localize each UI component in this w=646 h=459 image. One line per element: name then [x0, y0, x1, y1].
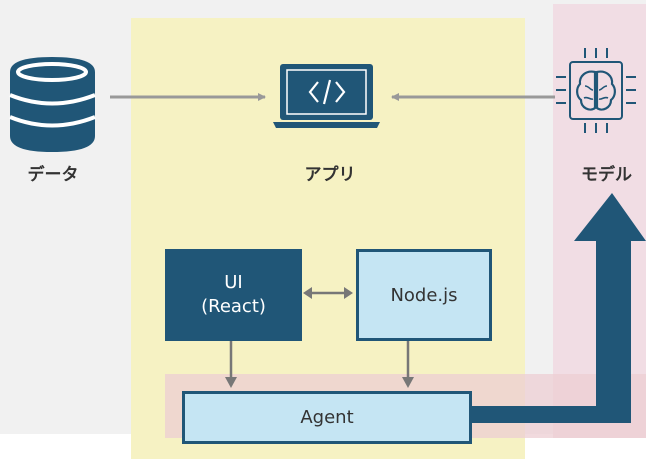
- model-label: モデル: [581, 165, 632, 185]
- laptop-code-icon: [273, 64, 380, 128]
- agent-box: Agent: [182, 391, 472, 444]
- nodejs-box: Node.js: [356, 249, 492, 341]
- agent-box-label: Agent: [300, 407, 354, 428]
- ui-react-box: UI (React): [165, 249, 302, 341]
- node-to-agent-arrow: [402, 341, 414, 388]
- database-icon: [9, 57, 96, 152]
- ui-to-agent-arrow: [225, 341, 237, 388]
- nodejs-box-label: Node.js: [390, 284, 458, 306]
- ai-brain-chip-icon: [556, 48, 636, 133]
- data-label: データ: [27, 165, 79, 185]
- ui-node-bidirectional-arrow: [303, 287, 353, 299]
- app-label: アプリ: [304, 165, 356, 185]
- ui-box-line2: (React): [201, 296, 266, 317]
- ui-box-line1: UI: [224, 272, 243, 293]
- agent-to-model-arrow: [472, 193, 646, 423]
